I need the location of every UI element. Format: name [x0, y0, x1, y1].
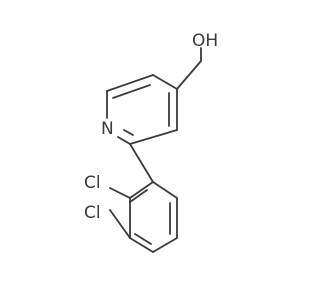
bond-c5-c6: [106, 74, 154, 92]
hydroxyl-label: OH: [192, 31, 218, 51]
bond-p1-p2: [129, 181, 154, 199]
bond-c-cl-ortho: [109, 187, 131, 199]
bond-c4-c5: [152, 74, 178, 90]
dichlorophenyl-ring: [129, 181, 178, 253]
molecule-structure-diagram: OH N Cl Cl: [84, 31, 218, 253]
bond-n-c2-inner: [123, 129, 134, 136]
chlorine-ortho-label: Cl: [84, 173, 101, 193]
bond-c4-ch2: [176, 60, 202, 90]
bond-p3-p4-inner: [134, 233, 152, 245]
bond-n-c2: [117, 136, 131, 145]
pyridine-ring: [106, 74, 178, 145]
bond-c-cl-meta: [109, 209, 131, 239]
bond-p1-p2-inner: [129, 189, 148, 203]
chlorine-meta-label: Cl: [84, 203, 101, 223]
hydroxymethyl-group: [176, 47, 202, 90]
bond-p3-p4: [129, 237, 154, 253]
bond-pyridine-phenyl: [129, 143, 154, 183]
bond-c2-c3: [129, 129, 178, 145]
ring-nitrogen-label: N: [101, 119, 114, 139]
bond-c5-c6-inner: [112, 84, 151, 99]
bond-p6-p1: [152, 181, 178, 199]
bond-p4-p5: [152, 237, 178, 253]
